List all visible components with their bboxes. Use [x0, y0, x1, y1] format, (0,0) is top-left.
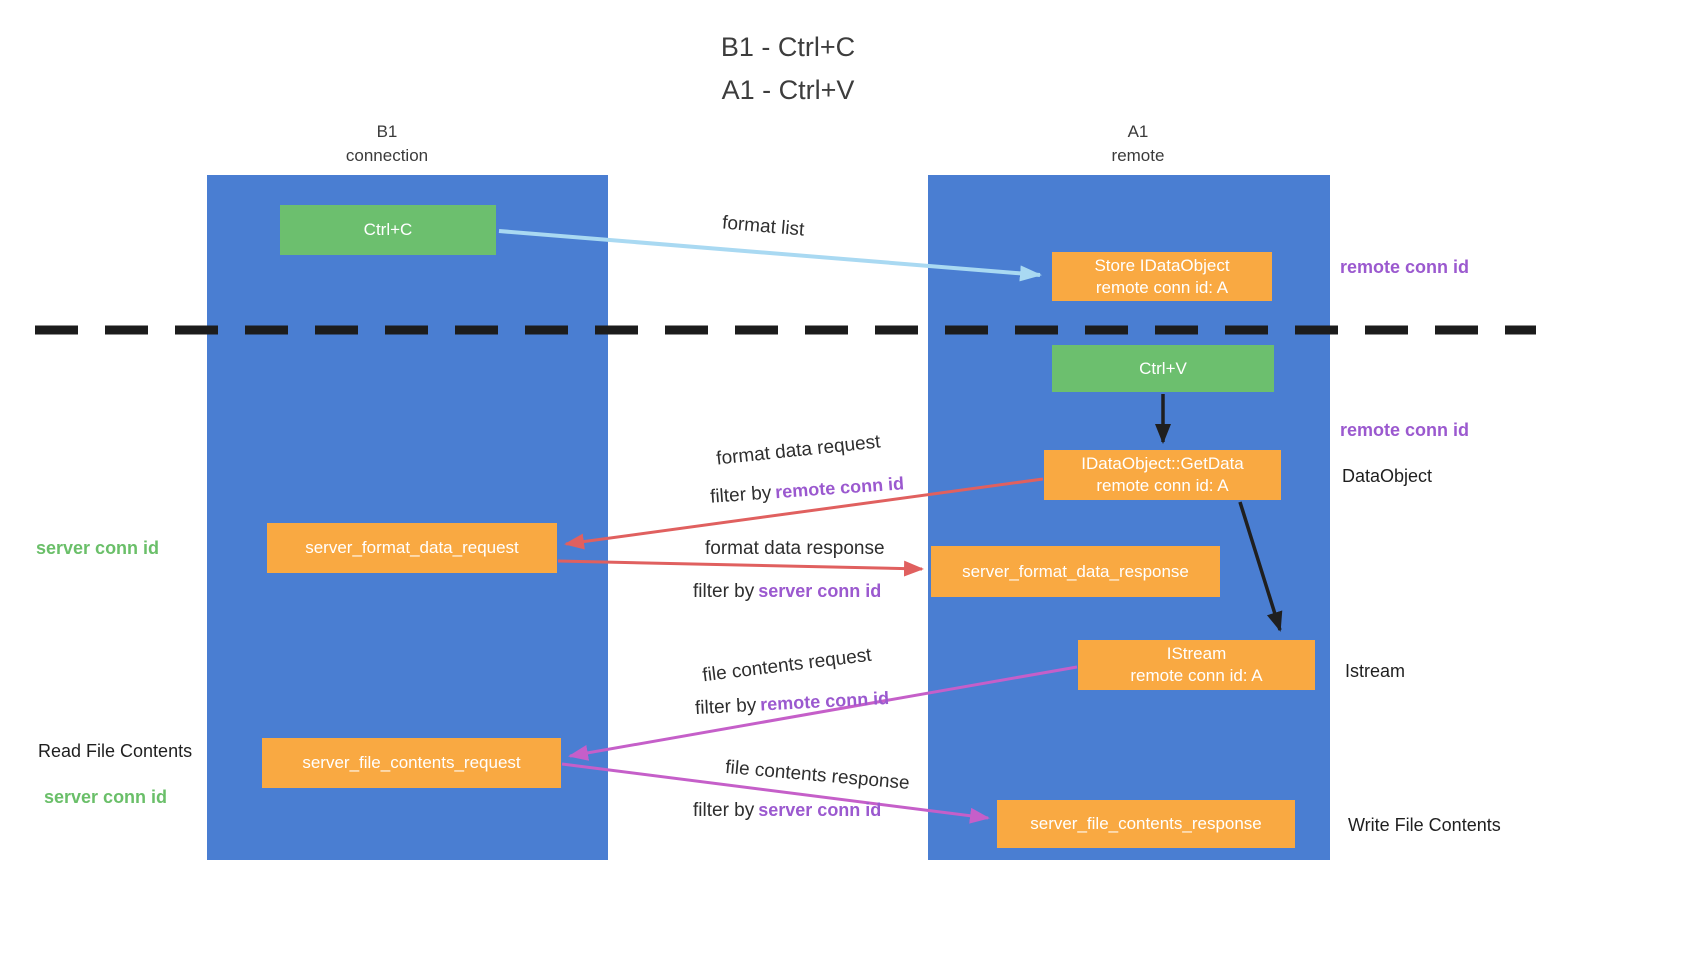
side-label-read-file-contents: Read File Contents: [38, 741, 193, 761]
node-getdata-line1: IDataObject::GetData: [1081, 454, 1244, 473]
node-server-format-data-response: server_format_data_response: [931, 546, 1220, 597]
side-label-istream: Istream: [1345, 661, 1406, 681]
label-filter-by-server-conn-id-1: filter by server conn id: [693, 581, 881, 603]
label-filter-by-remote-conn-id-1: filter by remote conn id: [709, 473, 904, 508]
node-idataobject-getdata: IDataObject::GetData remote conn id: A: [1044, 450, 1281, 500]
label-format-data-request: format data request: [715, 431, 882, 470]
node-ctrl-v: Ctrl+V: [1052, 345, 1274, 392]
label-format-data-response: format data response: [705, 538, 885, 559]
side-label-write-file-contents: Write File Contents: [1348, 815, 1501, 835]
node-store-idataobject-line2: remote conn id: A: [1095, 277, 1229, 297]
remote-conn-id-text-1: remote conn id: [774, 473, 905, 503]
node-store-idataobject-line1: Store IDataObject: [1094, 255, 1230, 275]
diagram-title: B1 - Ctrl+C A1 - Ctrl+V: [0, 26, 1576, 112]
remote-conn-id-text-2: remote conn id: [759, 687, 890, 715]
node-server-file-contents-request-label: server_file_contents_request: [302, 753, 521, 772]
node-ctrl-c-label: Ctrl+C: [363, 220, 413, 239]
label-file-contents-response: file contents response: [724, 756, 911, 795]
lane-b1-name: B1: [376, 122, 398, 141]
lane-a1-subtitle: remote: [1111, 146, 1165, 165]
filter-by-text-4: filter by: [693, 800, 755, 821]
side-label-server-conn-id-bottom: server conn id: [44, 787, 168, 807]
arrow-format-data-response: [557, 559, 924, 577]
node-istream-line2: remote conn id: A: [1130, 666, 1263, 685]
label-filter-by-remote-conn-id-2: filter by remote conn id: [695, 688, 890, 720]
lane-header-b1: B1 connection: [307, 120, 467, 168]
node-ctrl-v-label: Ctrl+V: [1139, 358, 1187, 378]
node-server-format-data-request: server_format_data_request: [267, 523, 557, 573]
node-server-file-contents-response: server_file_contents_response: [997, 800, 1295, 848]
node-ctrl-c: Ctrl+C: [280, 205, 496, 255]
node-istream: IStream remote conn id: A: [1078, 640, 1315, 690]
side-label-dataobject: DataObject: [1342, 466, 1433, 486]
node-istream-line1: IStream: [1166, 644, 1227, 663]
title-line-1: B1 - Ctrl+C: [720, 32, 856, 62]
filter-by-text-2: filter by: [693, 581, 755, 602]
title-line-2: A1 - Ctrl+V: [721, 75, 855, 105]
lane-header-a1: A1 remote: [1058, 120, 1218, 168]
server-conn-id-text-1: server conn id: [758, 581, 882, 601]
node-getdata-line2: remote conn id: A: [1096, 476, 1229, 495]
server-conn-id-text-2: server conn id: [758, 800, 882, 820]
side-label-remote-conn-id-top: remote conn id: [1340, 257, 1470, 277]
filter-by-text-3: filter by: [694, 694, 757, 720]
node-server-file-contents-request: server_file_contents_request: [262, 738, 561, 788]
lane-a1-name: A1: [1127, 122, 1149, 141]
node-store-idataobject: Store IDataObject remote conn id: A: [1052, 252, 1272, 301]
node-server-file-contents-response-label: server_file_contents_response: [1030, 814, 1262, 833]
side-label-remote-conn-id-mid: remote conn id: [1340, 420, 1470, 440]
filter-by-text-1: filter by: [709, 482, 773, 508]
label-filter-by-server-conn-id-2: filter by server conn id: [693, 800, 881, 822]
label-file-contents-request: file contents request: [701, 644, 873, 687]
node-server-format-data-response-label: server_format_data_response: [962, 561, 1189, 581]
side-label-server-conn-id-top: server conn id: [36, 538, 160, 558]
label-format-list: format list: [721, 212, 806, 241]
lane-b1-subtitle: connection: [345, 146, 429, 165]
node-server-format-data-request-label: server_format_data_request: [305, 538, 519, 557]
